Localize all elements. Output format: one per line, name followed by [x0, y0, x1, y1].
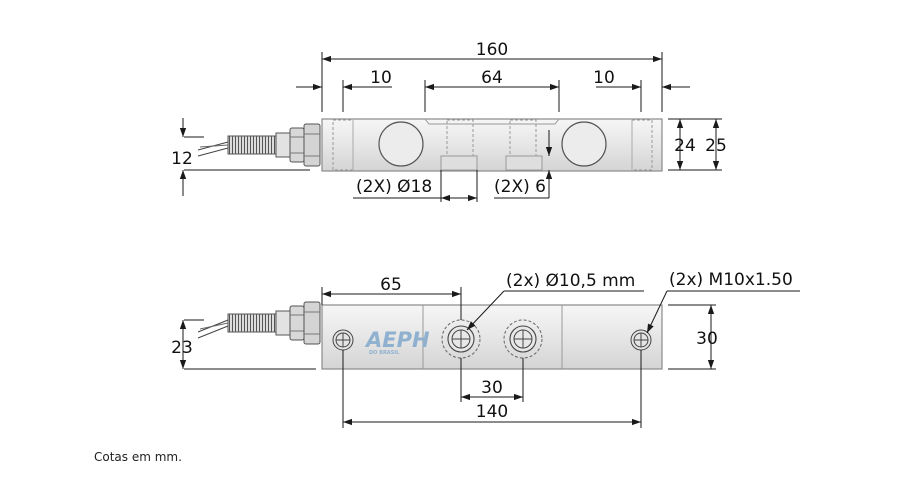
dim-width: 30 — [696, 329, 718, 349]
bottom-dimension-labels: 65 (2x) Ø10,5 mm (2x) M10x1.50 23 30 30 … — [171, 270, 793, 422]
top-dimension-labels: 160 10 64 10 12 24 25 (2X) Ø18 (2X) 6 — [171, 40, 727, 197]
dim-overall-length: 160 — [476, 40, 508, 60]
dim-slot-callout: (2X) 6 — [494, 177, 546, 197]
dim-height-inner: 24 — [674, 136, 696, 156]
through-hole-left — [441, 319, 481, 359]
aeph-logo: AEPH DO BRASIL — [364, 328, 430, 356]
top-dimensions — [179, 52, 722, 202]
dim-through-hole-callout: (2x) Ø10,5 mm — [506, 271, 635, 291]
dim-hole-callout: (2X) Ø18 — [356, 177, 432, 197]
bottom-dimensions — [179, 287, 800, 428]
dim-cable-height: 12 — [171, 149, 193, 169]
dim-hole-spacing: 30 — [481, 378, 503, 398]
units-note: Cotas em mm. — [94, 450, 182, 464]
top-hole-left — [378, 121, 424, 167]
thread-hole-right — [630, 329, 652, 351]
top-body — [321, 118, 663, 172]
dim-mount-spacing: 140 — [476, 402, 508, 422]
dim-cable-height-bottom: 23 — [171, 338, 193, 358]
dim-right-offset: 10 — [593, 68, 615, 88]
bottom-body: AEPH DO BRASIL — [321, 304, 663, 370]
bottom-view: AEPH DO BRASIL — [171, 270, 800, 428]
top-view: 160 10 64 10 12 24 25 (2X) Ø18 (2X) 6 — [171, 40, 727, 202]
dim-left-to-holes: 65 — [380, 275, 402, 295]
top-cable — [197, 123, 321, 167]
through-hole-right — [503, 319, 543, 359]
dim-height-outer: 25 — [705, 136, 727, 156]
dim-center-span: 64 — [481, 68, 503, 88]
dim-left-offset: 10 — [370, 68, 392, 88]
svg-text:AEPH: AEPH — [364, 328, 430, 352]
thread-hole-left — [332, 329, 354, 351]
dim-thread-callout: (2x) M10x1.50 — [669, 270, 793, 290]
top-hole-right — [561, 121, 607, 167]
bottom-cable — [197, 301, 321, 345]
svg-text:DO BRASIL: DO BRASIL — [369, 350, 400, 356]
